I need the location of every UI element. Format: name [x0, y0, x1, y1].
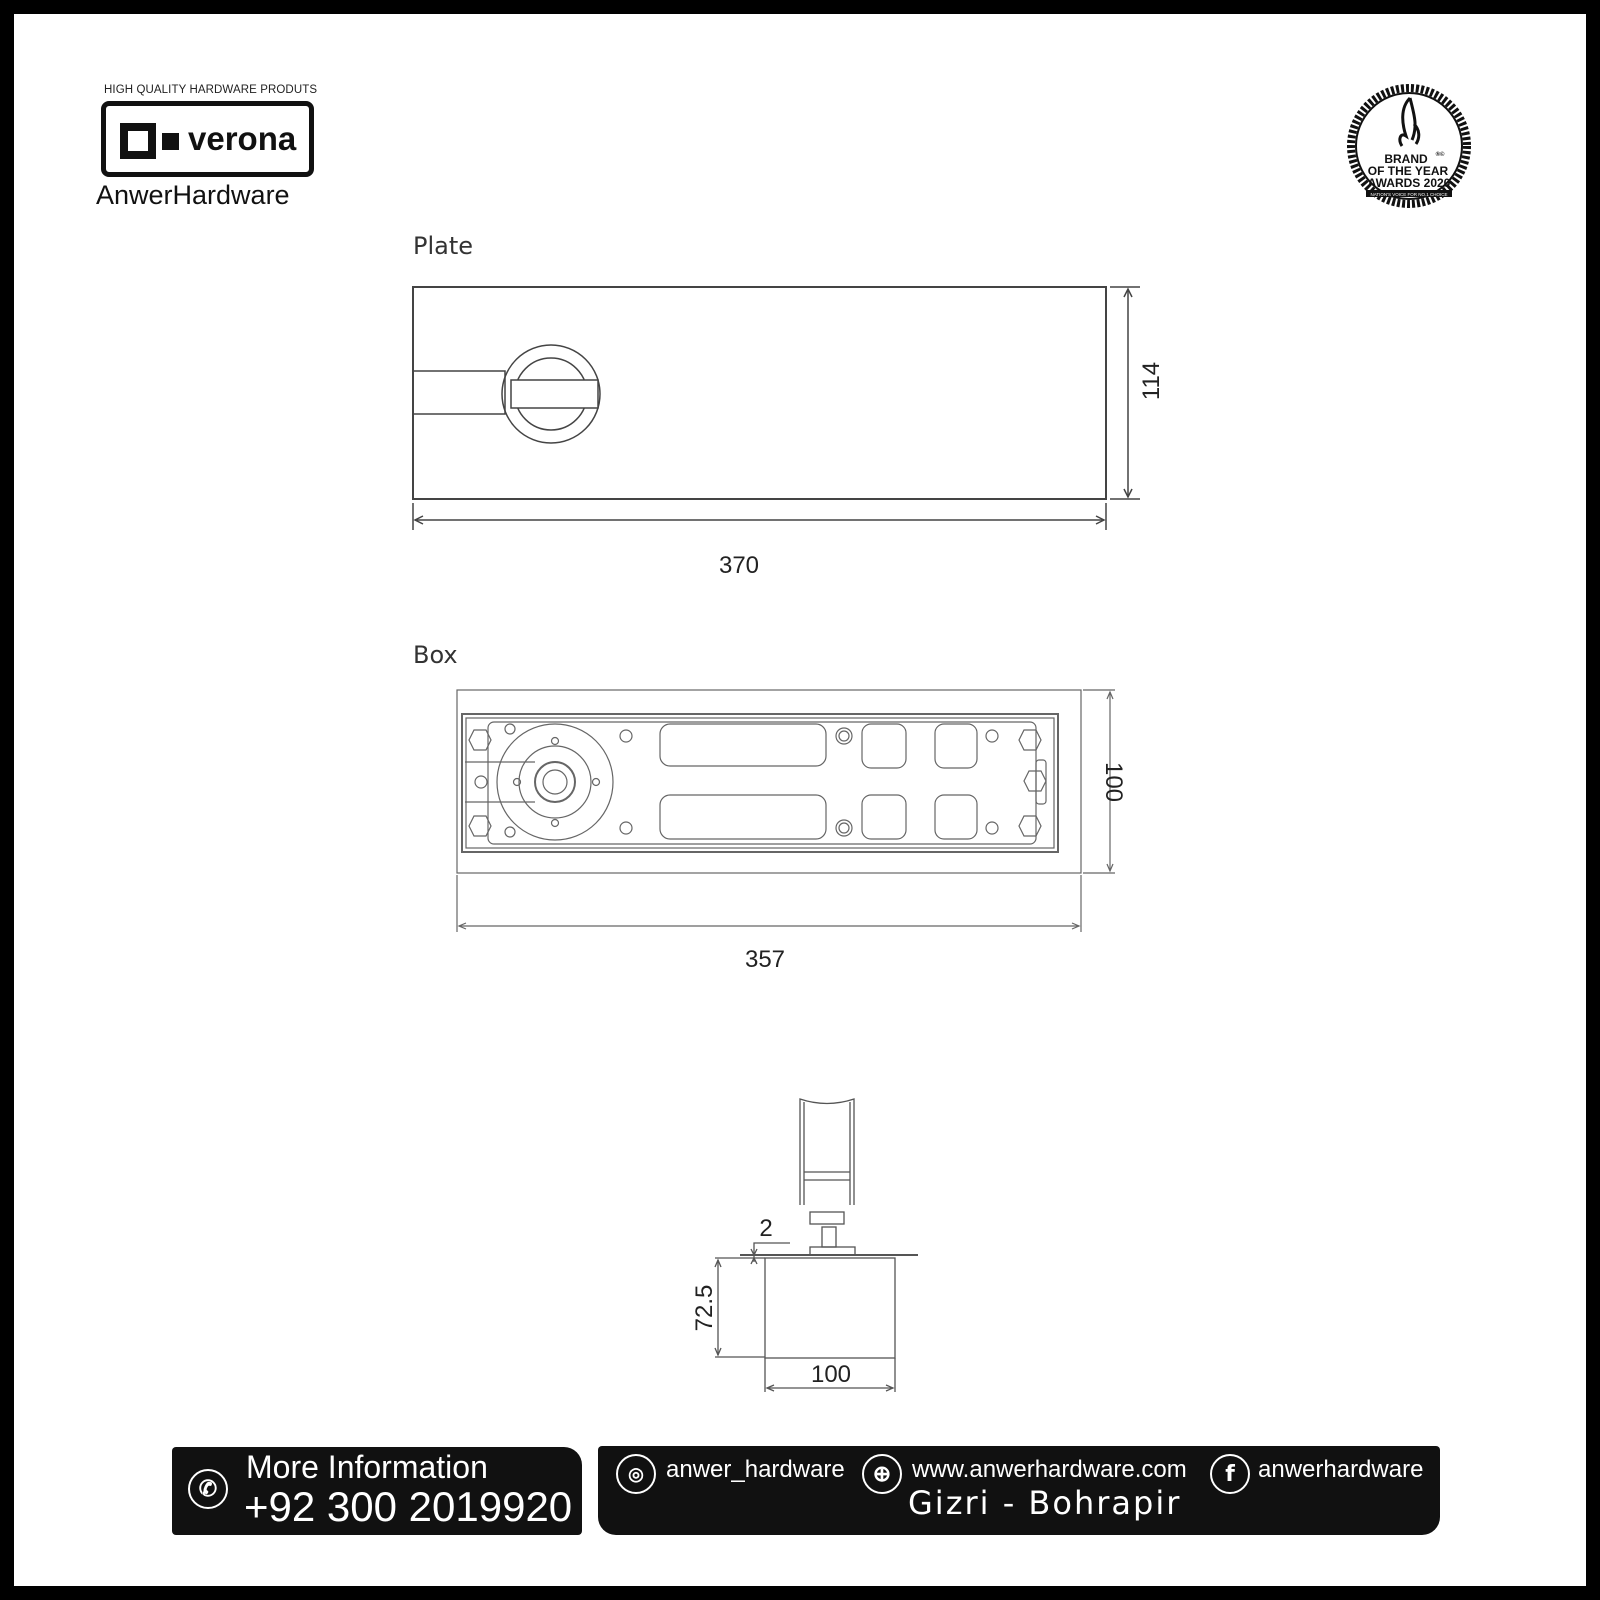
instagram-handle[interactable]: anwer_hardware: [666, 1456, 845, 1483]
award-line3: AWARDS 2020: [1368, 176, 1451, 190]
award-line4: NATION'S VOICE FOR NO.1 CHOICE: [1370, 192, 1447, 197]
more-info-label: More Information: [246, 1449, 488, 1485]
facebook-icon[interactable]: f: [1210, 1454, 1250, 1494]
logo-word: verona: [188, 120, 297, 157]
award-line1: BRAND: [1384, 152, 1428, 166]
facebook-handle[interactable]: anwerhardware: [1258, 1456, 1424, 1483]
box-drawing: [456, 689, 1115, 932]
logo-square-outline-icon: [120, 123, 156, 159]
plate-title: Plate: [413, 232, 473, 260]
brand-tagline: HIGH QUALITY HARDWARE PRODUTS: [104, 84, 318, 96]
box-title: Box: [413, 641, 458, 669]
box-width-dim: 357: [745, 946, 785, 973]
contact-panel: ✆ More Information +92 300 2019920: [172, 1447, 582, 1535]
section-width-dim: 100: [811, 1361, 851, 1388]
plate-height-dim: 114: [1138, 362, 1165, 400]
gap-dim: 2: [759, 1215, 772, 1242]
phone-icon: ✆: [188, 1469, 228, 1509]
trophy-figure-icon: [1398, 96, 1421, 147]
badge-ring: [1355, 92, 1463, 200]
award-line2: OF THE YEAR: [1368, 164, 1449, 178]
company-name: AnwerHardware: [96, 180, 290, 210]
address: Gizri - Bohrapir: [908, 1484, 1182, 1522]
social-panel: ◎ anwer_hardware ⊕ www.anwerhardware.com…: [598, 1446, 1440, 1535]
logo-square-solid-icon: [162, 133, 179, 150]
depth-dim: 72.5: [691, 1285, 718, 1332]
instagram-icon[interactable]: ◎: [616, 1454, 656, 1494]
box-height-dim: 100: [1100, 762, 1127, 802]
section-drawing: [714, 1098, 918, 1392]
plate-width-dim: 370: [719, 552, 759, 579]
page-frame: [14, 14, 1586, 1586]
badge-serrated-ring: [1347, 84, 1471, 208]
plate-drawing: [412, 286, 1140, 530]
phone-number[interactable]: +92 300 2019920: [244, 1483, 573, 1530]
award-mark: ®©: [1436, 151, 1445, 158]
globe-icon[interactable]: ⊕: [862, 1454, 902, 1494]
brand-of-year-award-badge: BRAND ®© OF THE YEAR AWARDS 2020 NATION'…: [1347, 84, 1471, 208]
verona-logo: verona: [101, 101, 314, 177]
website-link[interactable]: www.anwerhardware.com: [912, 1456, 1187, 1483]
